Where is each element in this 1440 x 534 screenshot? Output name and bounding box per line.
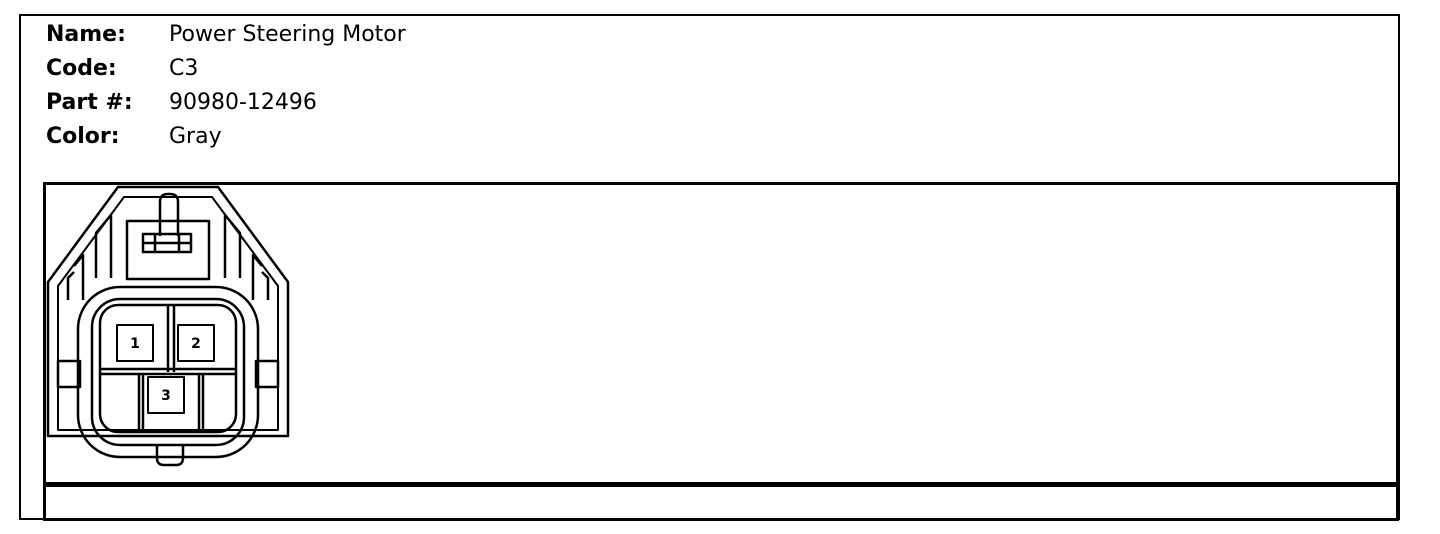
right-guide-rib	[223, 213, 242, 278]
connector-face-diagram: 1 2 3	[46, 185, 290, 467]
pin-1-terminal	[116, 324, 154, 362]
bottom-key	[155, 445, 185, 467]
name-label: Name:	[46, 22, 126, 47]
left-guide-rib	[94, 213, 113, 278]
latch-base	[125, 219, 211, 281]
color-label: Color:	[46, 124, 120, 149]
part-number-value: 90980-12496	[169, 90, 317, 115]
name-value: Power Steering Motor	[169, 22, 406, 47]
pin-3-terminal	[147, 376, 185, 414]
right-side-key	[254, 359, 280, 389]
pin-1-label: 1	[130, 336, 140, 352]
part-number-label: Part #:	[46, 90, 133, 115]
color-value: Gray	[169, 124, 222, 149]
connector-view-frame	[43, 182, 1399, 521]
terminal-cavity-outer	[76, 285, 260, 459]
connector-housing-inner-outline	[57, 196, 279, 431]
connector-housing-outline	[46, 185, 290, 438]
latch-tab	[158, 192, 180, 236]
pin-2-terminal	[177, 324, 215, 362]
frame-divider	[43, 482, 1399, 487]
terminal-cavity-inner	[90, 297, 246, 447]
left-side-key	[56, 359, 82, 389]
pin-3-label: 3	[161, 388, 171, 404]
code-label: Code:	[46, 56, 117, 81]
pin-2-label: 2	[191, 336, 201, 352]
code-value: C3	[169, 56, 199, 81]
